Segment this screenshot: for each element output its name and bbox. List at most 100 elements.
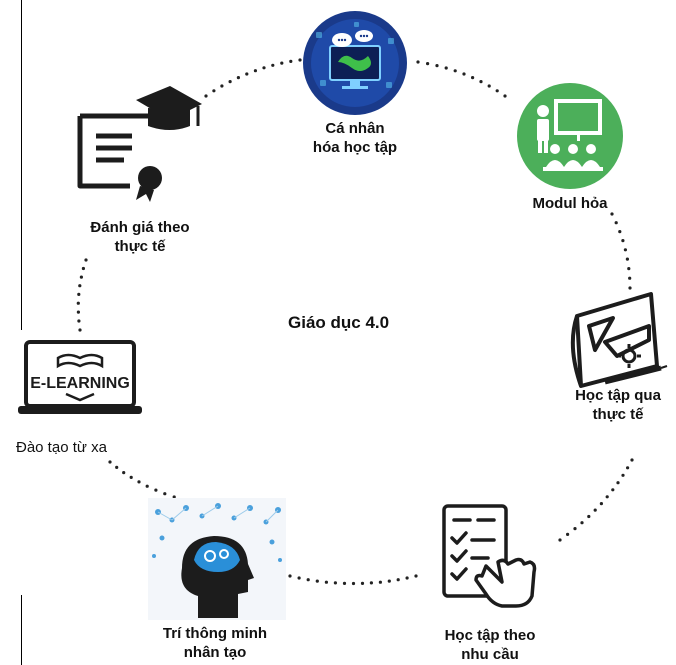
- label-line: Modul hỏa: [532, 195, 608, 212]
- ring-dot: [405, 576, 409, 580]
- ring-dot: [115, 465, 119, 469]
- node-label-practice: Học tập qua thực tế: [560, 386, 676, 424]
- ring-dot: [387, 579, 391, 583]
- label-line: Trí thông minh: [162, 625, 268, 642]
- ring-dot: [122, 471, 126, 475]
- ring-dot: [503, 94, 507, 98]
- label-line: hóa học tập: [312, 139, 398, 156]
- ring-dot: [599, 502, 604, 506]
- ring-dot: [333, 581, 337, 585]
- ring-dot: [626, 466, 630, 470]
- ring-dot: [435, 64, 439, 68]
- ring-dot: [573, 527, 577, 531]
- ring-dot: [621, 473, 625, 477]
- ring-dot: [369, 581, 373, 585]
- ring-dot: [627, 267, 631, 271]
- ring-dot: [593, 508, 597, 512]
- certificate-graduation-icon: [74, 86, 204, 202]
- label-line: nhu cầu: [461, 646, 519, 663]
- ring-dot: [76, 310, 80, 314]
- ring-dot: [280, 61, 284, 65]
- ring-dot: [315, 579, 319, 583]
- center-title: Giáo dục 4.0: [288, 313, 390, 332]
- ring-dot: [605, 495, 609, 499]
- ring-dot: [471, 76, 475, 80]
- ring-dot: [253, 69, 257, 73]
- ring-dot: [618, 230, 622, 234]
- globe-chat-computer-icon: [302, 10, 408, 116]
- ring-dot: [77, 292, 81, 296]
- ring-dot: [628, 286, 632, 290]
- presentation-classroom-icon: [511, 83, 629, 189]
- ring-dot: [444, 66, 448, 70]
- node-label-demand: Học tập theo nhu cầu: [420, 626, 560, 664]
- ring-dot: [495, 89, 499, 93]
- ring-dot: [625, 257, 630, 261]
- ring-dot: [289, 59, 293, 64]
- checklist-hand-icon: [432, 500, 548, 612]
- ring-dot: [479, 80, 483, 84]
- ring-dot: [614, 221, 618, 225]
- ring-dot: [129, 475, 133, 479]
- label-line: Học tập theo: [444, 627, 536, 644]
- ring-dot: [351, 581, 356, 586]
- ring-dot: [271, 63, 275, 67]
- label-line: thực tế: [592, 406, 644, 423]
- ring-dot: [623, 248, 628, 252]
- ring-dot: [84, 258, 88, 262]
- ring-dot: [172, 495, 176, 499]
- ring-dot: [204, 94, 208, 98]
- node-label-module: Modul hỏa: [510, 194, 630, 213]
- ring-dot: [621, 239, 625, 243]
- ai-head-network-icon: [148, 498, 286, 620]
- ring-dot: [77, 319, 81, 323]
- label-line: Cá nhân: [325, 120, 385, 137]
- ring-dot: [236, 76, 240, 80]
- ring-dot: [288, 574, 292, 578]
- ring-dot: [137, 480, 141, 484]
- ring-dot: [426, 62, 430, 66]
- ring-dot: [610, 212, 614, 216]
- ring-dot: [78, 284, 82, 288]
- ring-dot: [154, 488, 158, 492]
- ring-dot: [487, 84, 491, 88]
- ring-dot: [587, 514, 591, 519]
- ring-dot: [298, 58, 302, 62]
- ring-dot: [566, 532, 570, 537]
- ring-dot: [306, 578, 310, 582]
- ring-dot: [342, 581, 347, 586]
- ring-dot: [558, 538, 562, 542]
- ring-dot: [79, 275, 83, 279]
- node-label-ai: Trí thông minh nhân tạo: [140, 624, 290, 662]
- ring-dot: [611, 488, 615, 492]
- ring-dot: [360, 581, 365, 586]
- ring-dot: [245, 72, 249, 76]
- node-label-personalize: Cá nhân hóa học tập: [290, 119, 420, 157]
- node-label-elearning: Đào tạo từ xa: [16, 438, 146, 457]
- label-line: nhân tạo: [183, 644, 247, 661]
- ring-dot: [630, 458, 634, 462]
- ring-dot: [628, 276, 632, 280]
- left-border-line-top: [21, 0, 22, 330]
- ring-dot: [145, 484, 149, 488]
- ring-dot: [108, 460, 112, 464]
- ring-dot: [297, 576, 301, 580]
- ring-dot: [220, 84, 224, 88]
- ring-dot: [76, 301, 80, 305]
- ring-dot: [616, 481, 620, 485]
- label-line: Đào tạo từ xa: [16, 439, 107, 456]
- ring-dot: [324, 580, 328, 584]
- ring-dot: [228, 80, 232, 84]
- ring-dot: [378, 580, 382, 584]
- ring-dot: [212, 89, 216, 93]
- label-line: Học tập qua: [575, 387, 661, 404]
- ring-dot: [453, 69, 457, 73]
- ring-dot: [163, 492, 167, 496]
- node-label-assessment: Đánh giá theo thực tế: [70, 218, 210, 256]
- elearning-text: E-LEARNING: [30, 375, 130, 392]
- ring-dot: [262, 66, 266, 70]
- ring-dot: [81, 266, 85, 271]
- left-border-line-bottom: [21, 595, 22, 665]
- label-line: thực tế: [114, 238, 166, 255]
